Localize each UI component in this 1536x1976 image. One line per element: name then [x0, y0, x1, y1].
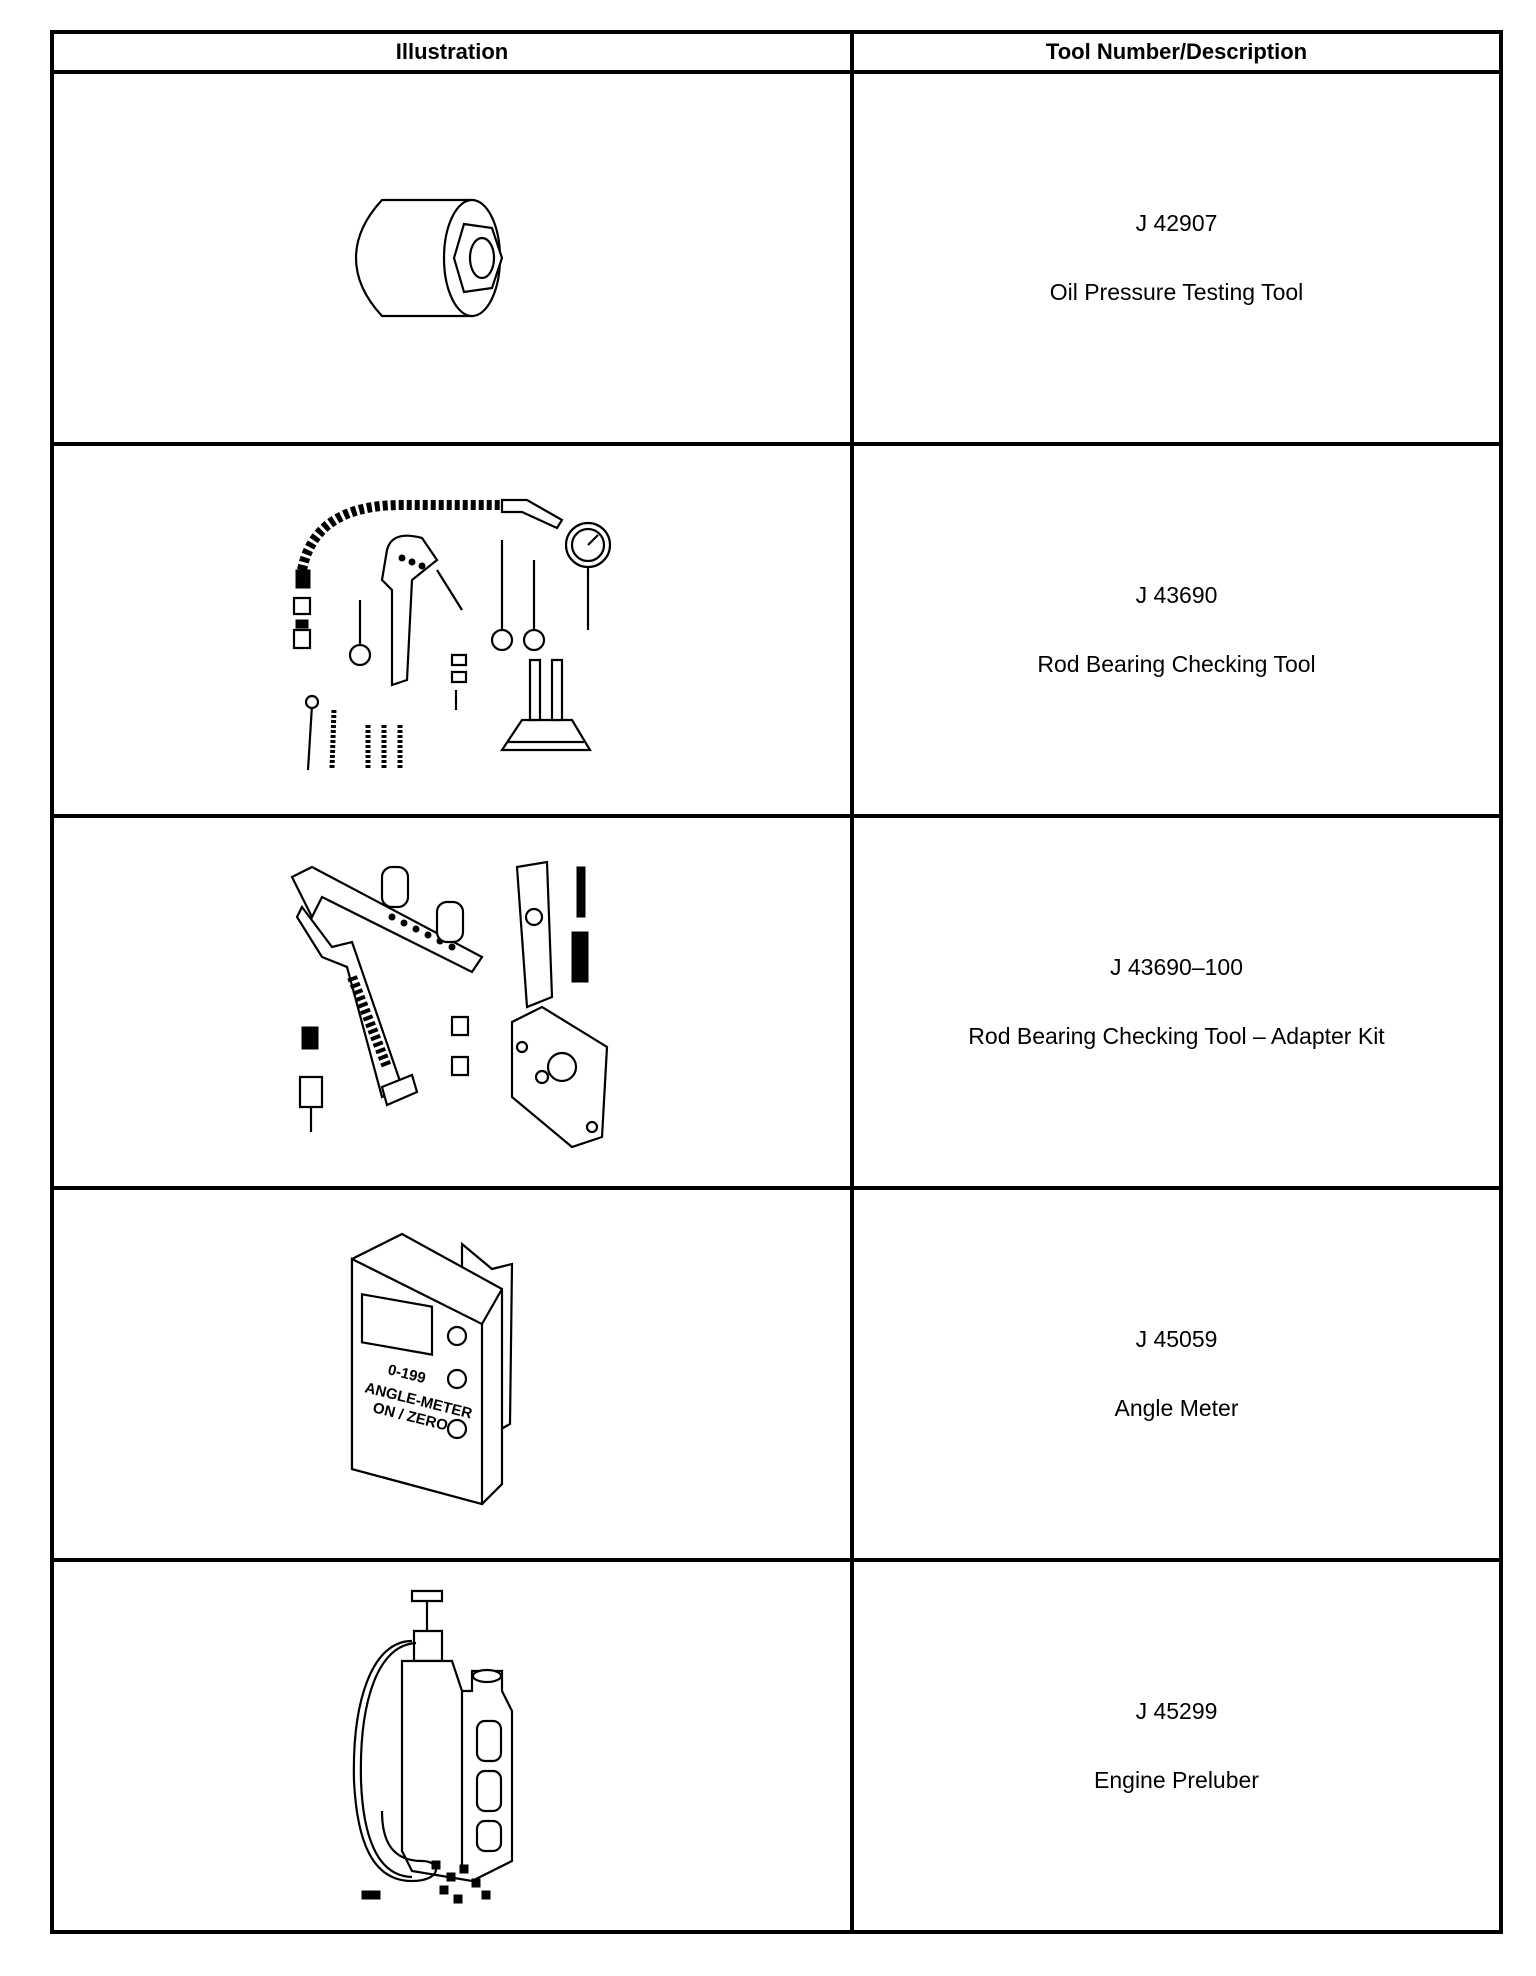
tool-number: J 43690–100	[1109, 954, 1243, 980]
tool-name: Angle Meter	[1114, 1395, 1239, 1421]
tool-name: Engine Preluber	[1094, 1767, 1259, 1793]
illustration-cell	[50, 442, 854, 818]
table-row: J 43690–100 Rod Bearing Checking Tool – …	[50, 814, 1503, 1190]
tool-name: Rod Bearing Checking Tool	[1037, 651, 1316, 677]
engine-preluber-icon	[332, 1581, 572, 1911]
angle-meter-icon: 0-199 ANGLE-METER ON / ZERO	[332, 1224, 572, 1524]
oil-pressure-socket-icon	[342, 188, 562, 328]
tool-number: J 43690	[1135, 582, 1218, 608]
adapter-kit-icon	[272, 847, 632, 1157]
table-row: J 43690 Rod Bearing Checking Tool	[50, 442, 1503, 818]
special-tools-table: Illustration Tool Number/Description J 4…	[50, 30, 1503, 1934]
tool-name: Rod Bearing Checking Tool – Adapter Kit	[968, 1023, 1385, 1049]
header-illustration: Illustration	[50, 30, 854, 74]
tool-number: J 42907	[1135, 210, 1218, 236]
illustration-cell	[50, 1558, 854, 1934]
tool-description-cell: J 43690–100 Rod Bearing Checking Tool – …	[850, 814, 1503, 1190]
table-header-row: Illustration Tool Number/Description	[50, 30, 1503, 74]
tool-description-cell: J 42907 Oil Pressure Testing Tool	[850, 70, 1503, 446]
tool-number: J 45059	[1135, 1326, 1218, 1352]
tool-number: J 45299	[1135, 1698, 1218, 1724]
table-row: 0-199 ANGLE-METER ON / ZERO J 45059 Angl…	[50, 1186, 1503, 1562]
tool-name: Oil Pressure Testing Tool	[1049, 279, 1304, 305]
table-row: J 42907 Oil Pressure Testing Tool	[50, 70, 1503, 446]
tool-description-cell: J 43690 Rod Bearing Checking Tool	[850, 442, 1503, 818]
tool-description-cell: J 45299 Engine Preluber	[850, 1558, 1503, 1934]
illustration-cell	[50, 70, 854, 446]
rod-bearing-tool-kit-icon	[272, 480, 632, 780]
tool-description-cell: J 45059 Angle Meter	[850, 1186, 1503, 1562]
table-row: J 45299 Engine Preluber	[50, 1558, 1503, 1934]
illustration-cell	[50, 814, 854, 1190]
header-tool-number-description: Tool Number/Description	[850, 30, 1503, 74]
illustration-cell: 0-199 ANGLE-METER ON / ZERO	[50, 1186, 854, 1562]
